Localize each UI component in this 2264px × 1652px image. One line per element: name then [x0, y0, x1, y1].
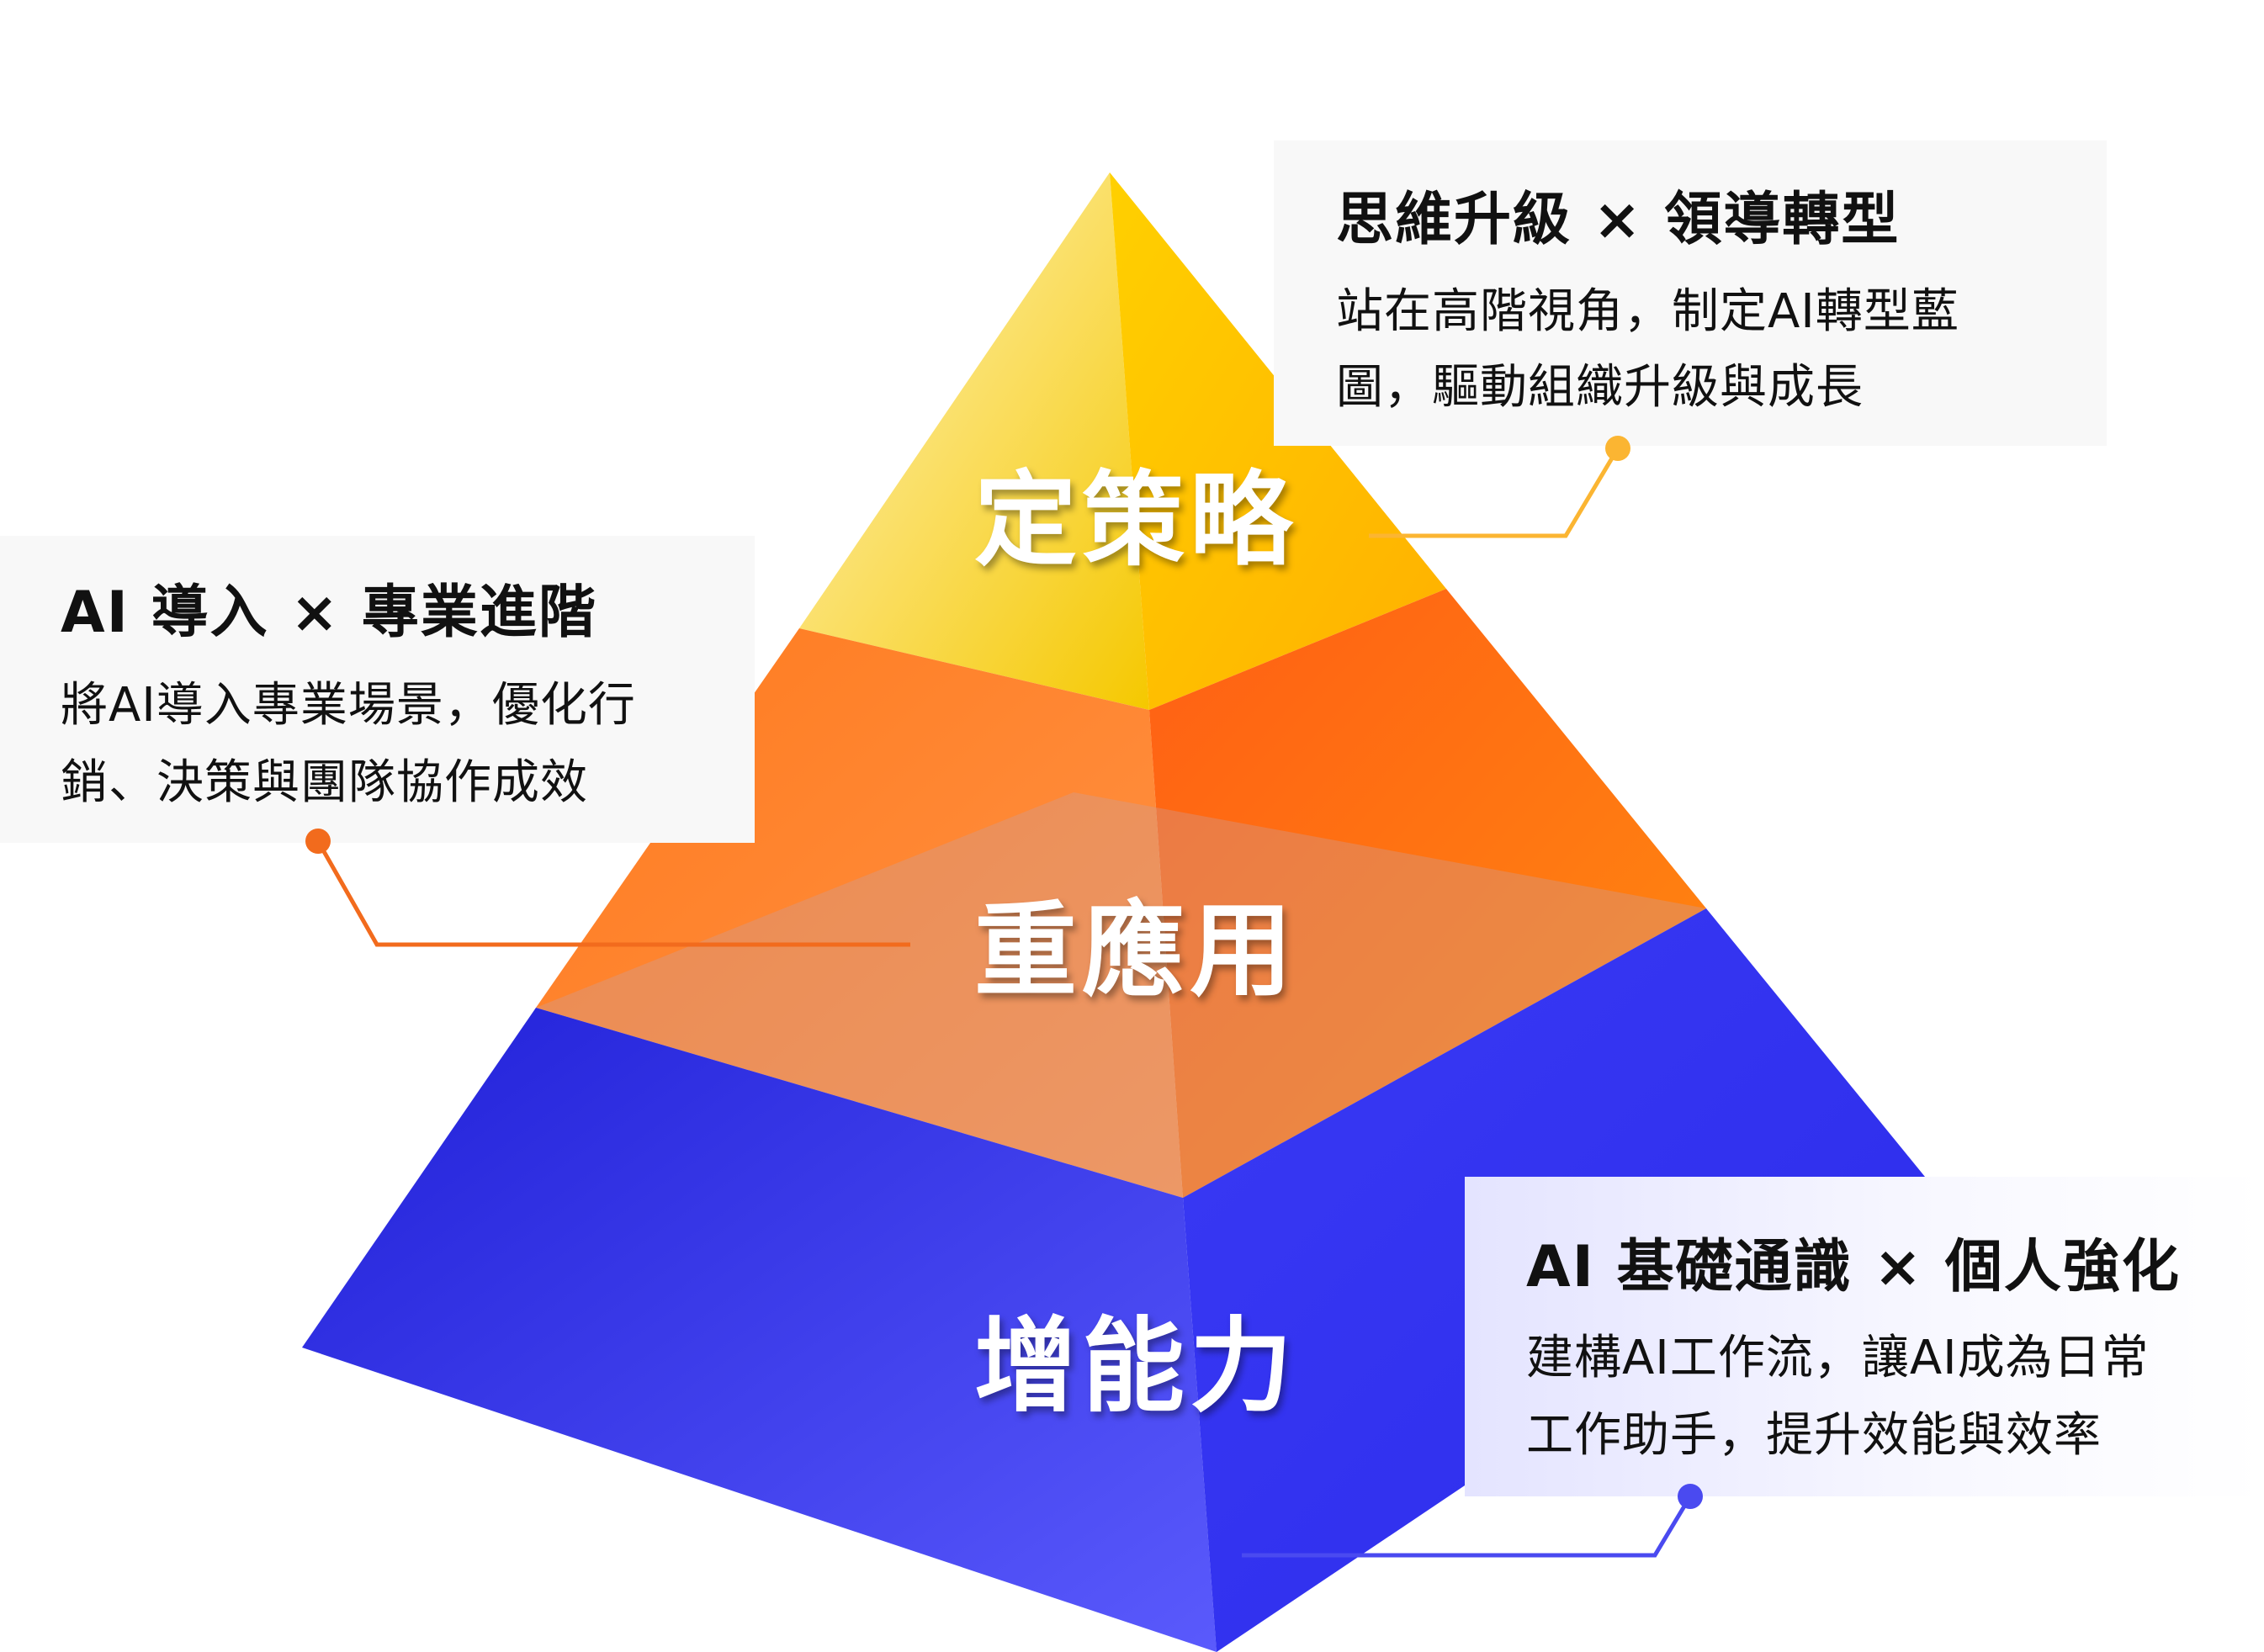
- middle-desc-line-2: 銷、決策與團隊協作成效: [61, 755, 588, 810]
- bottom-desc-line-1: 建構AI工作流，讓AI成為日常: [1526, 1331, 2150, 1385]
- top-connector-dot: [1605, 436, 1630, 461]
- middle-info-box: [0, 536, 755, 843]
- middle-cross-section: [536, 792, 1706, 1198]
- middle-desc-line-1: 將AI導入專業場景，優化行: [61, 678, 636, 733]
- middle-layer-label: 重應用: [974, 891, 1297, 1011]
- top-connector-line: [1369, 447, 1620, 538]
- top-title: 思維升級 × 領導轉型: [1336, 187, 1901, 253]
- top-desc-line-2: 圖，驅動組織升級與成長: [1336, 360, 1864, 415]
- middle-right-face: [1149, 589, 1706, 1198]
- top-info-box: [1274, 140, 2107, 446]
- middle-connector-line: [315, 839, 910, 947]
- bottom-layer-label: 增能力: [974, 1306, 1297, 1427]
- bottom-connector-line: [1242, 1495, 1693, 1558]
- bottom-title: AI 基礎通識 × 個人強化: [1526, 1234, 2181, 1300]
- bottom-info-box: [1465, 1177, 2264, 1496]
- middle-connector-dot: [305, 829, 331, 854]
- bottom-connector-dot: [1678, 1484, 1703, 1509]
- middle-title: AI 導入 × 專業進階: [61, 580, 597, 646]
- bottom-desc-line-2: 工作助手，提升效能與效率: [1526, 1408, 2102, 1463]
- top-layer-label: 定策略: [974, 460, 1297, 580]
- bottom-left-face: [302, 1008, 1217, 1652]
- top-left-face: [799, 172, 1149, 710]
- top-desc-line-1: 站在高階視角，制定AI轉型藍: [1336, 284, 1959, 339]
- middle-left-face: [536, 628, 1183, 1198]
